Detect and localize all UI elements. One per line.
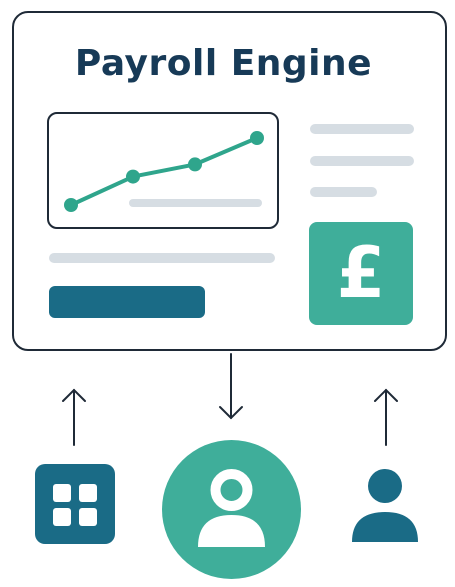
grid-square xyxy=(53,484,71,502)
grid-icon[interactable] xyxy=(35,464,115,544)
grid-square xyxy=(79,508,97,526)
page-title: Payroll Engine xyxy=(74,43,373,84)
data-point xyxy=(64,198,78,212)
arrow-up-icon xyxy=(62,388,86,446)
text-placeholder-line xyxy=(49,253,275,263)
arrow-up-icon xyxy=(374,388,398,446)
person-icon[interactable] xyxy=(350,464,420,544)
data-point xyxy=(188,157,202,172)
grid-square xyxy=(79,484,97,502)
action-button[interactable] xyxy=(49,286,205,318)
trend-chart-svg xyxy=(64,131,264,212)
trend-line xyxy=(69,136,259,207)
text-placeholder-line xyxy=(310,124,414,134)
data-point xyxy=(250,131,264,145)
text-placeholder-line xyxy=(310,156,414,166)
grid-square xyxy=(53,508,71,526)
trend-chart xyxy=(47,112,279,229)
chart-caption-placeholder xyxy=(129,199,262,207)
text-placeholder-line xyxy=(310,187,377,197)
user-glyph xyxy=(198,469,265,547)
pound-sign-icon: £ xyxy=(309,222,413,325)
user-icon[interactable] xyxy=(162,440,301,579)
arrow-down-icon xyxy=(219,353,243,420)
data-point xyxy=(126,169,140,184)
